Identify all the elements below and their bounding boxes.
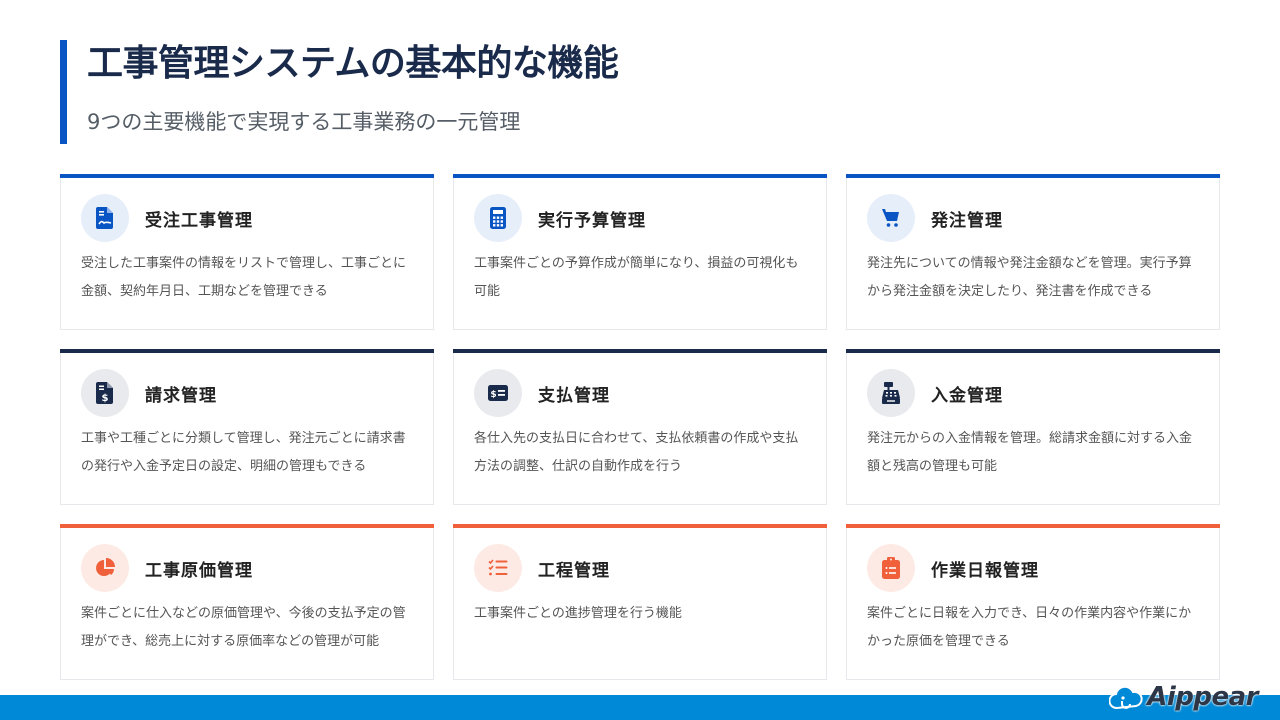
feature-card-billing: $ 請求管理 工事や工種ごとに分類して管理し、発注元ごとに請求書の発行や入金予定… <box>60 349 434 505</box>
feature-card-schedule: 工程管理 工事案件ごとの進捗管理を行う機能 <box>453 524 827 680</box>
svg-text:$: $ <box>102 393 109 404</box>
feature-card-deposit: 入金管理 発注元からの入金情報を管理。総請求金額に対する入金額と残高の管理も可能 <box>846 349 1220 505</box>
card-title: 請求管理 <box>145 385 217 406</box>
money-check-icon: $ <box>474 369 522 417</box>
document-contract-icon <box>81 194 129 242</box>
card-title: 発注管理 <box>931 210 1003 231</box>
card-description: 発注元からの入金情報を管理。総請求金額に対する入金額と残高の管理も可能 <box>867 431 1193 474</box>
card-description: 各仕入先の支払日に合わせて、支払依頼書の作成や支払方法の調整、仕訳の自動作成を行… <box>474 431 799 474</box>
card-accent-bar <box>846 349 1220 353</box>
page-title: 工事管理システムの基本的な機能 <box>87 43 619 84</box>
card-description: 工事案件ごとの予算作成が簡単になり、損益の可視化も可能 <box>474 256 799 299</box>
pie-chart-icon <box>81 544 129 592</box>
card-title: 工程管理 <box>538 560 610 581</box>
shopping-cart-icon <box>867 194 915 242</box>
clipboard-list-icon <box>867 544 915 592</box>
svg-text:$: $ <box>490 390 496 400</box>
feature-card-execution-budget: 実行予算管理 工事案件ごとの予算作成が簡単になり、損益の可視化も可能 <box>453 174 827 330</box>
feature-grid: 受注工事管理 受注した工事案件の情報をリストで管理し、工事ごとに金額、契約年月日… <box>60 174 1220 680</box>
card-title: 作業日報管理 <box>931 560 1039 581</box>
card-accent-bar <box>453 524 827 528</box>
header: 工事管理システムの基本的な機能 9つの主要機能で実現する工事業務の一元管理 <box>60 40 619 144</box>
card-title: 実行予算管理 <box>538 210 646 231</box>
card-title: 入金管理 <box>931 385 1003 406</box>
card-accent-bar <box>60 349 434 353</box>
card-title: 支払管理 <box>538 385 610 406</box>
card-accent-bar <box>453 349 827 353</box>
calculator-icon <box>474 194 522 242</box>
feature-card-order-received: 受注工事管理 受注した工事案件の情報をリストで管理し、工事ごとに金額、契約年月日… <box>60 174 434 330</box>
cloud-logo-icon <box>1109 685 1143 709</box>
card-title: 工事原価管理 <box>145 560 253 581</box>
card-description: 発注先についての情報や発注金額などを管理。実行予算から発注金額を決定したり、発注… <box>867 256 1192 299</box>
invoice-dollar-icon: $ <box>81 369 129 417</box>
brand-logo: Aippear <box>1109 682 1258 712</box>
card-accent-bar <box>846 174 1220 178</box>
footer-band <box>0 695 1280 720</box>
feature-card-daily-report: 作業日報管理 案件ごとに日報を入力でき、日々の作業内容や作業にかかった原価を管理… <box>846 524 1220 680</box>
card-description: 工事案件ごとの進捗管理を行う機能 <box>474 606 682 621</box>
card-description: 案件ごとに日報を入力でき、日々の作業内容や作業にかかった原価を管理できる <box>867 606 1192 649</box>
feature-card-ordering: 発注管理 発注先についての情報や発注金額などを管理。実行予算から発注金額を決定し… <box>846 174 1220 330</box>
task-list-icon <box>474 544 522 592</box>
cash-register-icon <box>867 369 915 417</box>
card-accent-bar <box>60 524 434 528</box>
card-description: 工事や工種ごとに分類して管理し、発注元ごとに請求書の発行や入金予定日の設定、明細… <box>81 431 406 474</box>
feature-card-construction-cost: 工事原価管理 案件ごとに仕入などの原価管理や、今後の支払予定の管理ができ、総売上… <box>60 524 434 680</box>
card-title: 受注工事管理 <box>145 210 253 231</box>
logo-text: Aippear <box>1147 682 1258 712</box>
feature-card-payment: $ 支払管理 各仕入先の支払日に合わせて、支払依頼書の作成や支払方法の調整、仕訳… <box>453 349 827 505</box>
page-subtitle: 9つの主要機能で実現する工事業務の一元管理 <box>87 110 521 134</box>
card-description: 案件ごとに仕入などの原価管理や、今後の支払予定の管理ができ、総売上に対する原価率… <box>81 606 406 649</box>
card-accent-bar <box>846 524 1220 528</box>
card-accent-bar <box>60 174 434 178</box>
card-description: 受注した工事案件の情報をリストで管理し、工事ごとに金額、契約年月日、工期などを管… <box>81 256 407 299</box>
card-accent-bar <box>453 174 827 178</box>
